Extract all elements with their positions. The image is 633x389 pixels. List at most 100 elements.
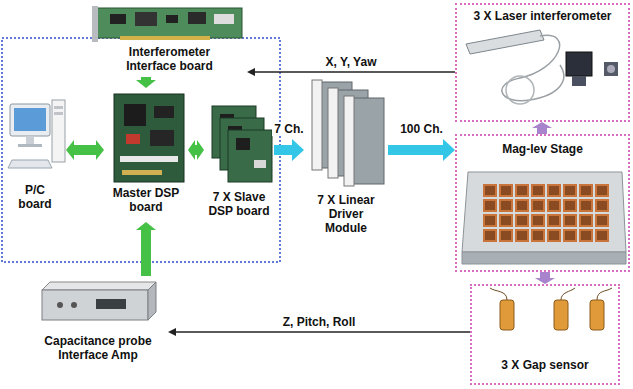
front-plate	[312, 80, 322, 170]
arrow-shape	[532, 122, 552, 134]
arrow-shape	[535, 272, 555, 284]
reflector-lens	[607, 65, 615, 73]
block-arrow	[274, 139, 304, 161]
chip	[154, 106, 174, 118]
block-arrow	[136, 77, 156, 88]
node-label: Interferometer Interface board	[108, 45, 232, 73]
component	[126, 134, 140, 144]
edge-label: 7 Ch.	[272, 122, 305, 136]
stage-front	[462, 252, 626, 264]
gap-sensor-illustration	[490, 288, 612, 330]
drive-bay	[54, 112, 63, 115]
header	[120, 156, 178, 162]
sensor	[590, 300, 604, 330]
coil-array	[482, 183, 610, 243]
sensor	[500, 300, 514, 330]
edge-label: 100 Ch.	[398, 122, 445, 136]
node-label: Capacitance probe Interface Amp	[30, 334, 166, 362]
capacitance-amp-illustration	[42, 282, 156, 320]
stage-top	[462, 172, 626, 252]
amplifier-node: Capacitance probe Interface Amp	[28, 276, 168, 376]
node-label: Master DSP board	[106, 186, 186, 214]
block-arrow	[66, 140, 104, 160]
wire	[561, 288, 575, 300]
driver-node: 7 X Linear Driver Module	[304, 75, 388, 257]
contacts	[122, 170, 162, 175]
arrow-head	[247, 68, 255, 76]
display	[96, 299, 126, 309]
pcb	[228, 130, 272, 182]
edge-contacts	[120, 36, 210, 40]
chip	[166, 15, 178, 23]
bracket	[92, 6, 98, 42]
edge-label: X, Y, Yaw	[324, 55, 379, 69]
chip	[150, 130, 174, 146]
front-plate	[344, 96, 354, 186]
node-label: Mag-lev Stage	[459, 142, 627, 156]
board-node: Master DSP board	[104, 88, 188, 222]
cable	[502, 35, 564, 100]
device-group-box: 3 X Gap sensor	[470, 284, 620, 385]
node-label: 7 X Slave DSP board	[204, 190, 274, 218]
arrow-shape	[136, 222, 156, 276]
signal-arrow	[247, 68, 455, 76]
block-arrow	[188, 140, 204, 160]
node-label: 3 X Gap sensor	[473, 358, 617, 372]
node-label: P/C board	[9, 183, 61, 211]
screen	[14, 108, 46, 131]
card-body	[350, 98, 384, 184]
wire	[597, 288, 612, 300]
block-arrow	[532, 122, 552, 134]
stand-base	[18, 144, 42, 147]
chip	[110, 14, 126, 24]
amp-top	[42, 282, 156, 290]
keyboard	[8, 160, 52, 168]
wire	[490, 288, 507, 300]
arrow-shape	[188, 140, 204, 160]
chip	[124, 104, 146, 126]
arrow-line	[176, 331, 470, 332]
arrow-shape	[66, 140, 104, 160]
board-node: 7 X Slave DSP board	[204, 100, 274, 246]
monitor	[10, 104, 50, 136]
cable-coil	[506, 76, 534, 104]
slave-dsp-illustration	[212, 106, 272, 182]
device-group-box: Mag-lev Stage	[455, 134, 630, 272]
pcb	[114, 94, 184, 182]
pcb	[96, 8, 242, 38]
retroreflector	[604, 62, 618, 76]
arrow-head	[168, 328, 176, 336]
laser-interferometer-illustration	[466, 30, 618, 104]
arrow-shape	[136, 77, 156, 88]
edge-label: Z, Pitch, Roll	[281, 315, 358, 329]
optic-mount	[572, 76, 586, 86]
pc-illustration	[8, 100, 65, 168]
arrow-shape	[274, 139, 304, 161]
arrow-shape	[388, 139, 455, 161]
laser-head	[466, 30, 544, 54]
interface-board-illustration	[92, 6, 242, 42]
tower	[52, 100, 65, 162]
linear-driver-illustration	[312, 80, 384, 186]
knob	[57, 302, 63, 308]
block-arrow	[388, 139, 455, 161]
front-plate	[328, 88, 338, 178]
node-label: 3 X Laser interferometer	[459, 9, 627, 23]
maglev-stage-illustration	[462, 172, 626, 264]
node-label: 7 X Linear Driver Module	[314, 193, 378, 235]
arrow-line	[255, 71, 455, 72]
master-dsp-illustration	[114, 94, 184, 182]
computer-node: P/C board	[4, 95, 66, 217]
device-group-box: 3 X Laser interferometer	[455, 3, 630, 122]
connector	[254, 160, 266, 168]
block-arrow	[535, 272, 555, 284]
block-arrow	[136, 222, 156, 276]
chip	[135, 12, 157, 26]
optic	[566, 52, 592, 76]
board-node: Interferometer Interface board	[92, 3, 247, 77]
signal-arrow	[168, 328, 470, 336]
chip	[236, 138, 250, 150]
